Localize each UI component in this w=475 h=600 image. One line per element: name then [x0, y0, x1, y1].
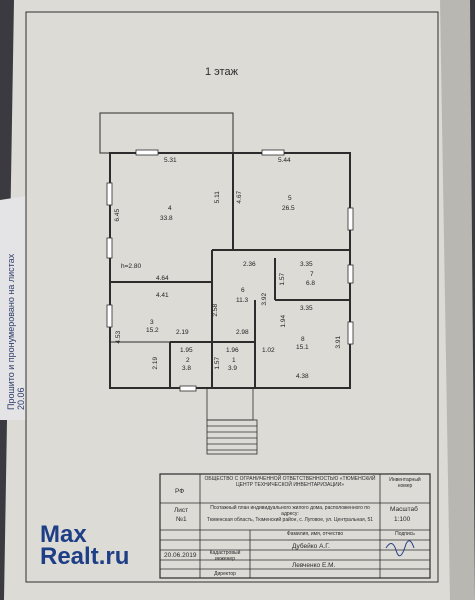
dim-label: 1.96 — [226, 347, 239, 354]
edge-text-1: Прошито и пронумеровано на — [6, 284, 16, 410]
col-sign-header: Подпись — [395, 531, 415, 537]
dim-label: 2.98 — [236, 329, 249, 336]
document-date: 20.06.2019 — [164, 552, 197, 559]
dim-label: 4.67 — [236, 190, 244, 204]
organization-name: ОБЩЕСТВО С ОГРАНИЧЕННОЙ ОТВЕТСТВЕННОСТЬЮ… — [204, 476, 376, 488]
dim-label: 5.44 — [278, 157, 291, 164]
inventory-number-label: Инвентарный номер — [389, 477, 421, 489]
role-director: Директор — [214, 571, 236, 577]
room-7-number: 7 — [310, 271, 314, 278]
left-edge-stamp: Прошито и пронумеровано на листах 20.06 — [6, 230, 26, 410]
scale-label: Масштаб — [390, 506, 418, 513]
title-block-grid — [159, 473, 431, 579]
dim-label: 5.11 — [213, 191, 221, 204]
edge-text-2: листах — [6, 253, 16, 283]
sheet-number: №1 — [176, 516, 187, 523]
room-8-number: 8 — [301, 336, 305, 343]
dim-label: 6.45 — [114, 208, 122, 222]
room-1-area: 3.9 — [228, 365, 238, 372]
room-8-area: 15.1 — [296, 344, 309, 351]
role-cadastral-engineer: Кадастровый инженер — [209, 550, 241, 562]
dim-label: 2.19 — [152, 356, 160, 370]
dim-label: 3.92 — [261, 292, 269, 306]
dim-label: 5.31 — [164, 157, 177, 164]
plan-address: Тюменская область, Тюменский район, с. Л… — [206, 517, 374, 523]
col-surname-header: Фамилия, имя, отчество — [286, 531, 344, 537]
ceiling-height: h=2.80 — [121, 263, 142, 270]
dim-label: 4.41 — [156, 292, 169, 299]
watermark-line-1: Max — [40, 521, 87, 548]
dim-label: 1.57 — [214, 356, 222, 370]
floor-plan — [99, 112, 351, 389]
room-3-area: 15.2 — [146, 327, 159, 334]
dim-label: 4.53 — [115, 330, 123, 344]
dim-label: 1.95 — [180, 347, 193, 354]
name-engineer: Дубейко А.Г. — [292, 543, 330, 550]
dim-label: 2.36 — [243, 261, 256, 268]
rf-label: РФ — [175, 488, 185, 495]
room-4-number: 4 — [168, 205, 172, 212]
room-6-number: 6 — [241, 287, 245, 294]
floor-title: 1 этаж — [205, 66, 238, 78]
name-director: Левченко Е.М. — [292, 562, 336, 569]
dim-label: 4.38 — [296, 373, 309, 380]
room-1-number: 1 — [232, 357, 236, 364]
room-7-area: 6.8 — [306, 280, 316, 287]
room-4-area: 33.8 — [160, 215, 173, 222]
dim-label: 2.58 — [212, 303, 220, 317]
room-2-number: 2 — [186, 357, 190, 364]
sheet-label: Лист — [174, 507, 189, 514]
dim-label: 1.57 — [279, 272, 287, 286]
dim-label: 3.35 — [300, 305, 313, 312]
room-3-number: 3 — [150, 319, 154, 326]
edge-text-3: 20.06 — [16, 387, 26, 410]
room-5-area: 26.5 — [282, 205, 295, 212]
watermark-line-2: Realt.ru — [40, 542, 130, 570]
dim-label: 2.19 — [176, 329, 189, 336]
dim-label: 3.91 — [335, 335, 343, 349]
dim-label: 1.02 — [262, 347, 275, 354]
room-5-number: 5 — [288, 195, 292, 202]
room-2-area: 3.8 — [182, 365, 192, 372]
maxrealt-watermark: Max Realt.ru — [40, 521, 130, 570]
room-6-area: 11.3 — [236, 297, 249, 304]
dim-label: 3.35 — [300, 261, 313, 268]
plan-description: Поэтажный план индивидуального жилого до… — [210, 505, 370, 517]
dim-label: 4.64 — [156, 275, 169, 282]
scale-value: 1:100 — [394, 516, 411, 523]
dim-label: 1.94 — [280, 314, 288, 328]
